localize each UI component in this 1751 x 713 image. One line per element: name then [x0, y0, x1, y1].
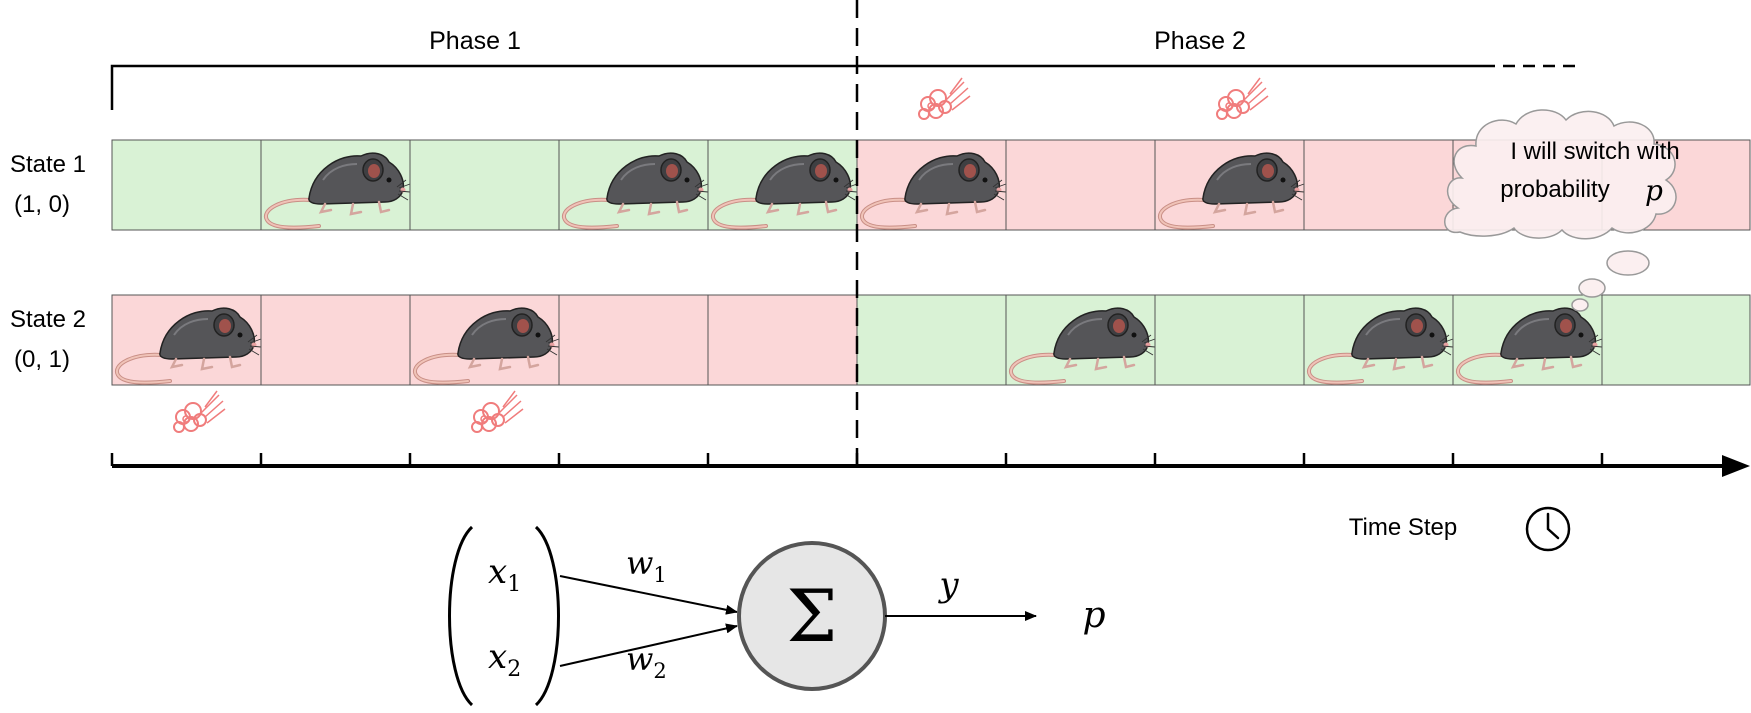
time-axis	[110, 453, 1750, 477]
state-1-timeline	[111, 139, 1751, 231]
thought-text-line1: I will switch with	[1510, 138, 1679, 165]
timeline-cell-green	[1601, 294, 1751, 386]
air-puff-icon	[918, 77, 971, 120]
timeline-cell-green	[1154, 294, 1305, 386]
output-y: y	[937, 565, 959, 605]
input-vector	[448, 525, 560, 707]
timeline-cell-green	[409, 139, 560, 231]
summation-symbol: Σ	[787, 574, 838, 658]
input-x1: x1	[488, 552, 521, 597]
timeline-cell-red	[707, 294, 858, 386]
air-puff-icon	[471, 390, 524, 433]
thought-probability-var: p	[1645, 174, 1663, 207]
state-2-timeline	[111, 294, 1751, 386]
time-axis-label: Time Step	[1349, 514, 1457, 541]
state-1-vector: (1, 0)	[14, 191, 70, 218]
state-2-name: State 2	[10, 306, 86, 333]
weight-w1: w1	[626, 544, 667, 587]
timeline-cell-red	[260, 294, 411, 386]
weight-w2: w2	[626, 640, 667, 683]
timeline-cell-green	[111, 139, 262, 231]
time-axis-arrowhead	[1722, 455, 1750, 477]
timeline-cell-red	[1005, 139, 1156, 231]
clock-icon	[1525, 506, 1571, 552]
timeline-cell-red	[558, 294, 709, 386]
state-2-vector: (0, 1)	[14, 346, 70, 373]
weight-2-arrow	[559, 623, 738, 667]
air-puff-icon	[1216, 77, 1269, 120]
input-x2: x2	[488, 637, 521, 682]
output-p: p	[1082, 595, 1105, 636]
state-1-name: State 1	[10, 151, 86, 178]
air-puff-icon	[173, 390, 226, 433]
thought-bubble	[1444, 109, 1677, 312]
weight-1-arrow	[559, 575, 738, 615]
phase-1-label: Phase 1	[429, 27, 521, 55]
thought-text-line2: probability	[1500, 176, 1609, 203]
phase-2-label: Phase 2	[1154, 27, 1246, 55]
timeline-cell-green	[856, 294, 1007, 386]
timeline-cell-red	[1303, 139, 1454, 231]
phase-bracket	[110, 64, 1582, 110]
